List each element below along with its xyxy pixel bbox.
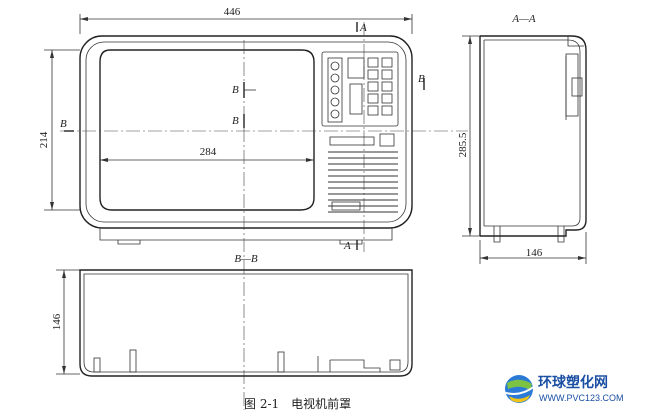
section-mark-a-top: A bbox=[359, 22, 367, 34]
button-column-2 bbox=[381, 57, 393, 116]
watermark-url: WWW.PVC123.COM bbox=[539, 393, 624, 403]
view-label-a-a: A—A bbox=[511, 13, 536, 25]
watermark-name: 环球塑化网 bbox=[538, 374, 608, 391]
side-inner-profile bbox=[484, 39, 581, 227]
left-foot bbox=[117, 240, 141, 245]
front-outer-housing bbox=[79, 35, 413, 229]
screen-width-label: 284 bbox=[200, 146, 217, 158]
button-column-1 bbox=[367, 57, 379, 116]
section-view-b-b: B—B 146 bbox=[51, 253, 413, 377]
channel-selector bbox=[349, 83, 363, 115]
recess-detail bbox=[571, 77, 583, 97]
control-panel bbox=[321, 51, 399, 147]
side-profile bbox=[480, 35, 587, 237]
section-mark-b-center-bottom: B bbox=[232, 115, 239, 127]
globe-icon bbox=[502, 375, 536, 403]
front-height-label: 214 bbox=[38, 131, 50, 148]
section-mark-b-center-top: B bbox=[232, 84, 239, 96]
view-label-b-b: B—B bbox=[234, 253, 258, 265]
front-width-label: 446 bbox=[224, 6, 241, 18]
speaker-grille bbox=[328, 151, 398, 213]
grille-plate bbox=[331, 201, 361, 211]
section-outer-profile bbox=[79, 269, 413, 377]
side-height-label: 285.5 bbox=[457, 132, 469, 157]
section-inner-profile bbox=[83, 273, 409, 373]
power-switch-slot bbox=[329, 136, 375, 146]
front-inner-housing bbox=[85, 41, 407, 223]
section-mark-a-bottom: A bbox=[343, 240, 351, 252]
power-button bbox=[379, 133, 395, 147]
section-height-label: 146 bbox=[51, 313, 63, 330]
front-base bbox=[99, 228, 393, 241]
right-foot bbox=[339, 240, 363, 245]
watermark-logo: 环球塑化网 WWW.PVC123.COM bbox=[502, 374, 624, 403]
knob-column bbox=[327, 57, 343, 123]
knob-row bbox=[330, 61, 340, 119]
section-mark-b-left: B bbox=[60, 118, 67, 130]
section-mark-b-right: B bbox=[418, 73, 425, 85]
section-view-a-a: A—A 285.5 146 bbox=[457, 13, 587, 264]
indicator-window bbox=[347, 57, 365, 79]
control-panel-frame bbox=[321, 51, 399, 127]
front-view: 446 214 284 B B B B bbox=[38, 6, 468, 410]
side-depth-label: 146 bbox=[526, 247, 543, 259]
figure-caption: 图 2-1 电视机前罩 bbox=[244, 396, 351, 411]
screen-opening bbox=[99, 49, 315, 211]
